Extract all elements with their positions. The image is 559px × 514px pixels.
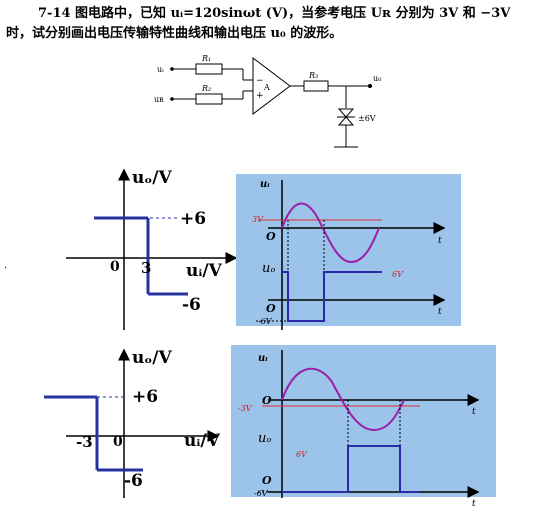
transfer2-high: +6	[132, 387, 158, 407]
wave1-origin1: O	[266, 230, 276, 243]
transfer2-threshold: -3	[76, 433, 93, 451]
op-plus-label: +	[256, 91, 264, 101]
wave1-ref-label: 3V	[252, 215, 264, 224]
resistor-r1	[195, 63, 223, 75]
zener-voltage-label: ±6V	[358, 114, 376, 123]
transfer2-low: -6	[124, 471, 143, 491]
op-amp	[252, 56, 291, 116]
wave2-uo-label: uₒ	[258, 431, 271, 446]
wave2-panel	[231, 345, 496, 497]
transfer1-origin: 0	[110, 259, 120, 275]
transfer-curve-1	[66, 168, 238, 330]
circuit-input-ur-label: uʀ	[154, 95, 164, 104]
circuit-input-ui-label: uᵢ	[157, 65, 164, 74]
wave2-origin2: O	[262, 474, 272, 487]
transfer1-x-label: uᵢ/V	[186, 261, 223, 281]
wave2-plots	[258, 350, 480, 498]
resistor-r3	[303, 80, 329, 92]
wave1-low-label: -6V	[258, 317, 273, 326]
transfer2-origin: 0	[113, 434, 123, 450]
wave2-origin1: O	[262, 394, 272, 407]
wave1-uo-label: uₒ	[262, 261, 275, 276]
wave1-plots	[256, 180, 446, 330]
wave2-high-label: 6V	[296, 450, 308, 459]
r1-label: R₁	[201, 54, 211, 63]
op-minus-label: −	[256, 76, 264, 86]
wave2-low-label: -6V	[254, 489, 269, 498]
wave2-ref-label: -3V	[238, 404, 253, 413]
wave1-t1: t	[438, 236, 442, 246]
problem-statement-line1: 7-14 图电路中，已知 uᵢ=120sinωt (V)，当参考电压 Uʀ 分别…	[38, 6, 511, 21]
r3-label: R₃	[308, 71, 318, 80]
transfer-curve-2	[44, 348, 220, 498]
r2-label: R₂	[201, 84, 211, 93]
wave1-ui-label: uᵢ	[260, 179, 270, 190]
transfer1-y-label: uₒ/V	[132, 168, 173, 188]
wave2-t2: t	[472, 499, 476, 509]
op-amp-label: A	[263, 83, 270, 92]
wave2-ui-label: uᵢ	[258, 353, 268, 364]
transfer1-low: -6	[182, 295, 201, 315]
transfer1-threshold: 3	[141, 259, 151, 277]
circuit-output-label: u₀	[373, 74, 381, 83]
wave1-t2: t	[438, 307, 442, 317]
svg-text:·: ·	[4, 263, 7, 274]
transfer1-high: +6	[180, 209, 206, 229]
wave1-high-label: 6V	[392, 270, 404, 279]
comparator-circuit	[172, 56, 373, 148]
zener-diode	[337, 108, 355, 118]
wave2-t1: t	[472, 407, 476, 417]
transfer2-x-label: uᵢ/V	[184, 431, 221, 451]
transfer2-y-label: uₒ/V	[132, 348, 173, 368]
problem-statement-line2: 时，试分别画出电压传输特性曲线和输出电压 u₀ 的波形。	[6, 26, 343, 41]
wave1-origin2: O	[266, 302, 276, 315]
resistor-r2	[195, 93, 223, 105]
